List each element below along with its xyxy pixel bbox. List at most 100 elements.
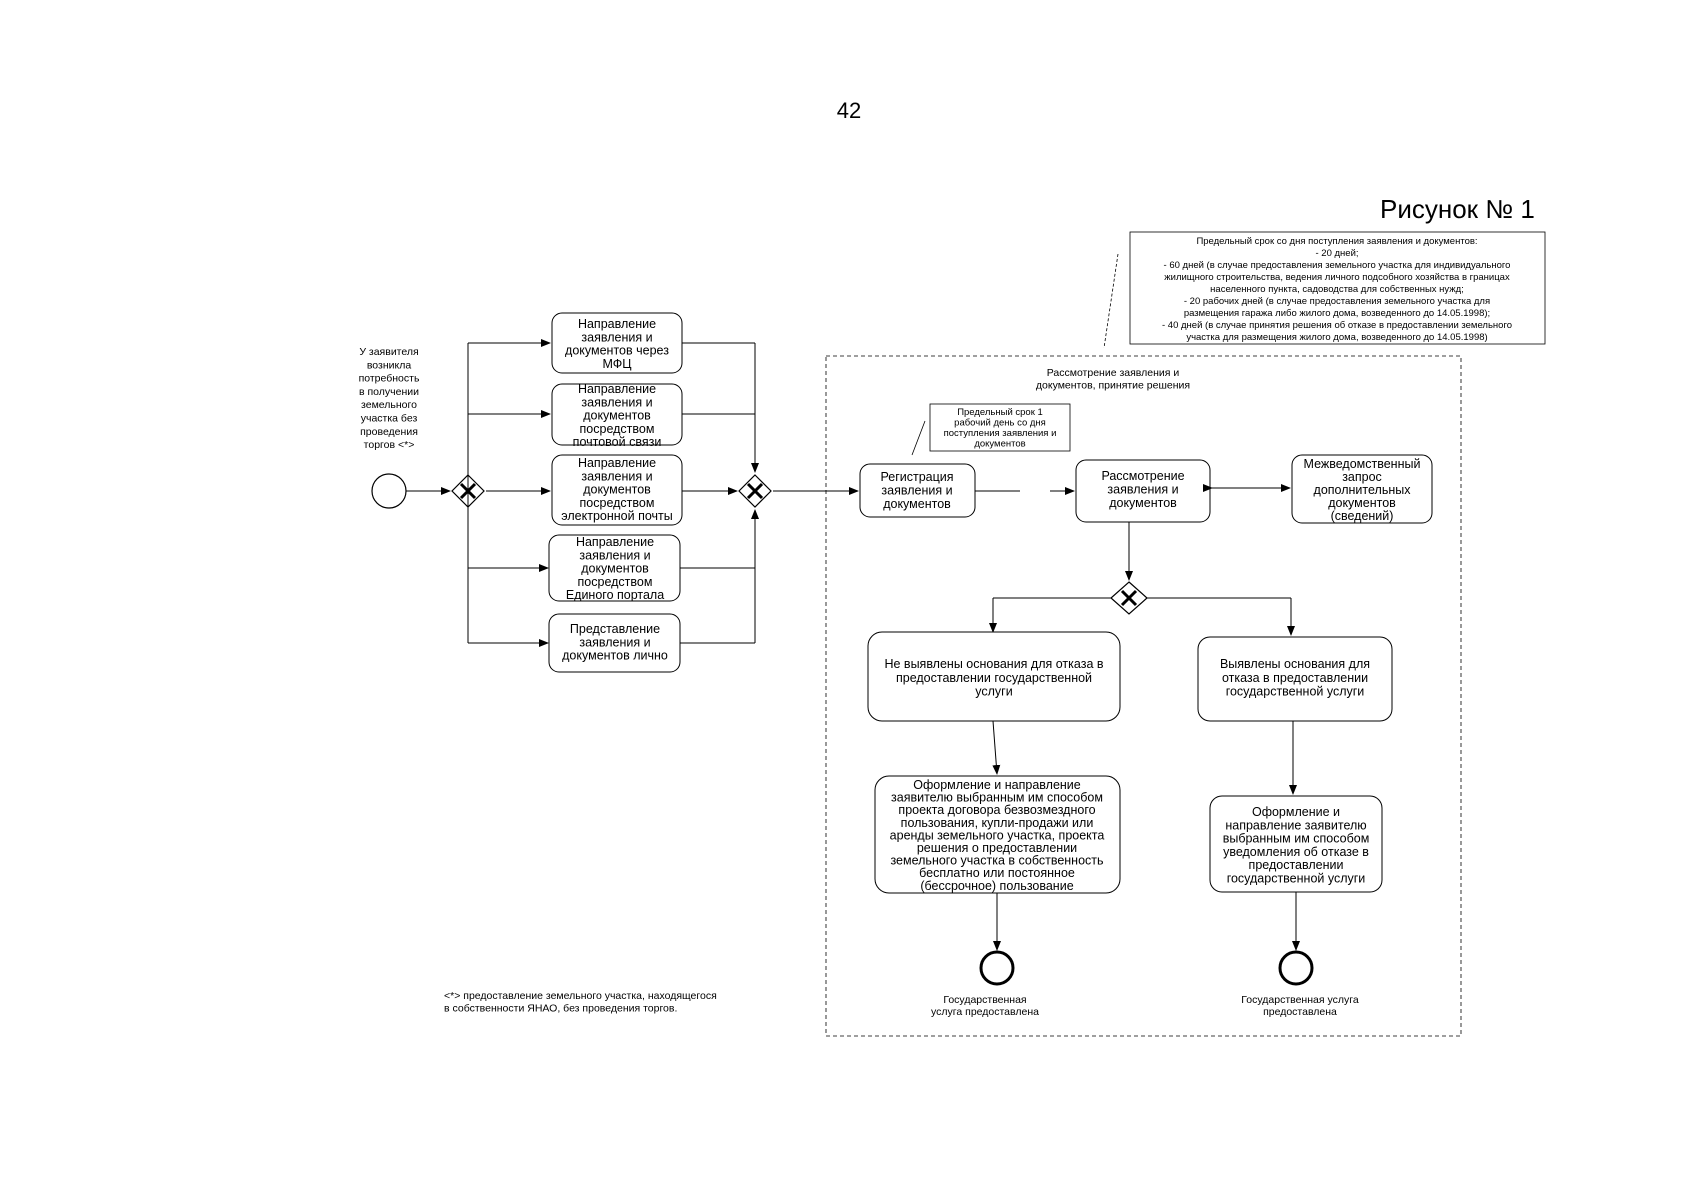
text-line: Предельный срок 1 — [957, 407, 1043, 418]
text-line: направление заявителю — [1225, 818, 1366, 832]
text-line: населенного пункта, садоводства для собс… — [1210, 284, 1464, 295]
text-line: предоставлении государственной — [896, 671, 1092, 685]
method-label-line: документов через — [565, 344, 669, 358]
text-line: Государственная услуга — [1241, 994, 1359, 1006]
text-line: уведомления об отказе в — [1223, 845, 1369, 859]
method-label-line: документов лично — [562, 649, 668, 663]
method-label-line: заявления и — [581, 395, 652, 409]
text-line: Предельный срок со дня поступления заявл… — [1196, 236, 1477, 247]
method-box-email — [551, 454, 683, 526]
text-line: У заявителя — [359, 346, 418, 358]
text-line: Оформление и — [1252, 805, 1340, 819]
text-line: отказа в предоставлении — [1222, 671, 1368, 685]
text-line: возникла — [367, 359, 411, 371]
text-line: предоставлена — [1263, 1006, 1337, 1018]
text-line: услуги — [975, 685, 1012, 699]
text-line: государственной услуги — [1226, 685, 1365, 699]
text-line: дополнительных — [1314, 483, 1412, 497]
method-label-line: МФЦ — [602, 357, 632, 371]
figure-title: Рисунок № 1 — [1380, 194, 1535, 224]
text-line: в собственности ЯНАО, без проведения тор… — [444, 1003, 677, 1015]
page-number: 42 — [836, 98, 862, 123]
text-line: жилищного строительства, ведения личного… — [1164, 272, 1510, 283]
text-line: - 60 дней (в случае предоставления земел… — [1164, 260, 1511, 271]
text-line: земельного — [361, 399, 417, 411]
text-line: проекта договора безвозмездного — [898, 803, 1095, 817]
method-label-line: документов — [583, 483, 651, 497]
registration-note-box — [929, 403, 1071, 452]
method-label-line: Направление — [578, 456, 656, 470]
text-line: заявителю выбранным им способом — [891, 791, 1103, 805]
deadline-note-connector — [1103, 253, 1119, 349]
text-line: бесплатно или постоянное — [919, 866, 1075, 880]
text-line: документов — [974, 439, 1025, 450]
text-line: Не выявлены основания для отказа в — [884, 657, 1103, 671]
method-label-line: документов — [583, 409, 651, 423]
text-line: Государственная — [943, 994, 1026, 1006]
decision-gateway — [1110, 581, 1148, 615]
deadline-note-box — [1129, 231, 1546, 345]
no-grounds-label: Не выявлены основания для отказа впредос… — [884, 657, 1103, 699]
text-line: документов — [1109, 496, 1177, 510]
text-line: размещения гаража либо жилого дома, возв… — [1184, 308, 1490, 319]
text-line: документов — [883, 497, 951, 511]
interagency-label: Межведомственныйзапросдополнительныхдоку… — [1304, 457, 1421, 523]
text-line: услуга предоставлена — [931, 1006, 1039, 1018]
text-line: Регистрация — [880, 470, 953, 484]
method-label-line: посредством — [580, 422, 655, 436]
method-label-line: заявления и — [581, 330, 652, 344]
text-line: Оформление и направление — [913, 778, 1081, 792]
method-label-line: Направление — [576, 535, 654, 549]
merge-gateway — [738, 474, 772, 508]
method-label-line: заявления и — [581, 469, 652, 483]
text-line: запрос — [1342, 470, 1382, 484]
text-line: рабочий день со дня — [954, 418, 1046, 429]
review-pool — [825, 355, 1462, 1037]
method-label-line: посредством — [578, 575, 653, 589]
text-line: пользования, купли-продажи или — [901, 816, 1094, 830]
method-label-line: электронной почты — [561, 509, 672, 523]
text-line: - 40 дней (в случае принятия решения об … — [1162, 320, 1512, 331]
text-line: аренды земельного участка, проекта — [890, 828, 1105, 842]
text-line: (сведений) — [1331, 509, 1394, 523]
footnote: <*> предоставление земельного участка, н… — [444, 990, 717, 1015]
text-line: участка без — [361, 413, 418, 425]
end-event-left — [979, 950, 1015, 986]
text-line: - 20 рабочих дней (в случае предоставлен… — [1184, 296, 1490, 307]
text-line: заявления и — [1107, 483, 1178, 497]
text-line: документов — [1328, 496, 1396, 510]
method-label-line: посредством — [580, 496, 655, 510]
text-line: предоставлении — [1249, 858, 1344, 872]
grounds-found-box — [1197, 636, 1393, 722]
text-line: проведения — [360, 426, 418, 438]
text-line: в получении — [359, 386, 419, 398]
method-label-line: Направление — [578, 317, 656, 331]
method-label-line: Направление — [578, 382, 656, 396]
method-label-line: Единого портала — [566, 588, 664, 602]
text-line: Рассмотрение — [1101, 469, 1184, 483]
text-line: государственной услуги — [1227, 872, 1366, 886]
text-line: решения о предоставлении — [917, 841, 1077, 855]
text-line: заявления и — [881, 484, 952, 498]
no-grounds-box — [867, 631, 1121, 722]
method-label-line: Представление — [570, 622, 660, 636]
text-line: <*> предоставление земельного участка, н… — [444, 990, 717, 1002]
method-label-line: почтовой связи — [573, 435, 662, 449]
text-line: поступления заявления и — [944, 428, 1057, 439]
text-line: Выявлены основания для — [1220, 657, 1370, 671]
text-line: выбранным им способом — [1223, 832, 1370, 846]
text-line: потребность — [359, 373, 420, 385]
text-line: документов, принятие решения — [1036, 380, 1190, 392]
method-label-line: заявления и — [579, 635, 650, 649]
end-event-right — [1278, 950, 1314, 986]
text-line: (бессрочное) пользование — [920, 879, 1073, 893]
